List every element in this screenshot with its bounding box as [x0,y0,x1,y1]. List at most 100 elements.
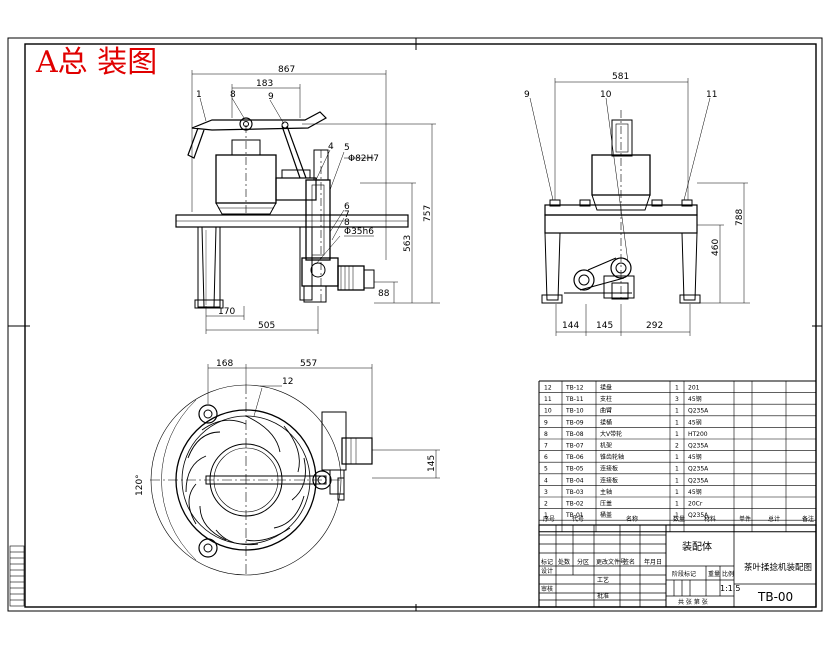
bom-header-no: 序号 [543,515,555,523]
bom-cell-mat: Q235A [688,443,709,450]
title-block-text: 装配体 茶叶揉捻机装配图 1:1.5 TB-00 阶段标记 重量 比例 共 张 … [541,540,812,606]
balloon-8b: 8 [344,218,350,228]
bom-cell-code: TB-12 [565,385,584,392]
bom-cell-qty: 1 [675,489,679,496]
bom-cell-code: TB-05 [565,466,584,473]
front-view [175,70,440,334]
balloon-12: 12 [282,377,293,387]
bom-cell-no: 9 [544,419,548,426]
bom-cell-no: 8 [544,431,548,438]
sheet-label: 共 张 第 张 [678,598,708,606]
top-view [150,364,440,576]
balloon-4: 4 [328,142,334,152]
bom-cell-no: 6 [544,454,548,461]
bom-cell-qty: 1 [675,512,679,519]
stage-label: 阶段标记 [672,570,696,578]
bom-cell-code: TB-01 [565,512,584,519]
bom-cell-no: 7 [544,443,548,450]
bom-cell-name: 揉盘 [600,384,612,392]
side-view [529,78,750,336]
row-label-zone: 分区 [577,558,589,566]
bom-cell-mat: Q235A [688,408,709,415]
dim-757: 757 [423,205,433,222]
bom-cell-name: 连接板 [600,465,618,473]
bom-cell-name: 曲臂 [600,407,612,415]
bom-cell-no: 11 [544,396,552,403]
dim-292: 292 [646,321,663,331]
bom-cell-no: 2 [544,501,548,508]
bom-cell-mat: HT200 [688,431,708,438]
bom-cell-qty: 1 [675,408,679,415]
row-label-sign: 签名 [623,558,635,566]
bom-cell-mat: 45钢 [688,418,702,426]
bom-cell-mat: Q235A [688,466,709,473]
title-block [538,524,817,608]
bom-cell-qty: 1 [675,419,679,426]
balloon-8: 8 [230,90,236,100]
dim-505: 505 [258,321,275,331]
balloon-9-side: 9 [524,90,530,100]
bom-cell-code: TB-10 [565,408,584,415]
balloon-5: 5 [344,143,350,153]
bom-cell-name: 连接板 [600,476,618,484]
balloon-7: 7 [344,210,350,220]
bom-cell-mat: 201 [688,385,700,392]
process-label: 工艺 [597,576,609,584]
bom-cell-mat: 20Cr [688,501,703,508]
drawing-name: 茶叶揉捻机装配图 [744,562,812,573]
bom-cell-name: 支柱 [600,395,612,403]
bom-cell-code: TB-02 [565,501,584,508]
side-view-labels: 581 788 460 144 145 292 9 10 11 [524,72,745,331]
bom-cell-name: 桶盖 [600,511,612,519]
dim-581: 581 [612,72,629,82]
bom-cell-name: 锥齿轮轴 [600,453,624,461]
bom-cell-name: 压盖 [600,500,612,508]
inner-border [24,43,817,608]
bom-cell-name: 大V带轮 [600,430,622,438]
bom-header-code: 代号 [572,515,584,523]
bom-cell-qty: 1 [675,466,679,473]
bom-header: 序号 代号 名称 数量 材料 单件 总计 备注 [543,515,814,523]
bom-cell-mat: 45钢 [688,453,702,461]
balloon-10: 10 [600,90,612,100]
bom-cell-name: 揉桶 [600,418,612,426]
bom-header-name: 名称 [626,515,638,523]
row-label-date: 年月日 [644,558,662,566]
bom-cell-no: 12 [544,385,552,392]
bom-cell-code: TB-09 [565,419,584,426]
bom-cell-name: 主轴 [600,488,612,496]
dim-phi35: Φ35h6 [344,227,374,237]
outer-border [7,37,823,612]
balloon-9: 9 [268,92,274,102]
bom-header-qty: 数量 [673,515,685,523]
bom-cell-mat: 45钢 [688,488,702,496]
bom-cell-qty: 1 [675,477,679,484]
bom-cell-no: 1 [544,512,548,519]
weight-label: 重量 [708,570,720,578]
balloon-11: 11 [706,90,717,100]
dim-144: 144 [562,321,579,331]
assembly-label: 装配体 [682,540,712,553]
bom-cell-qty: 1 [675,385,679,392]
row-label-count: 处数 [558,558,570,566]
scale-value: 1:1.5 [720,584,741,593]
side-strip [9,545,25,607]
dim-563: 563 [403,235,413,252]
bom-cell-qty: 1 [675,454,679,461]
dim-183: 183 [256,79,273,89]
dim-168: 168 [216,359,233,369]
drawing-title: A总 装图 [35,45,157,80]
drawing-number: TB-00 [757,590,793,604]
bom-cell-name: 机架 [600,442,612,450]
bom-header-total: 总计 [768,515,780,523]
balloon-6: 6 [344,202,350,212]
design-label: 设计 [541,567,553,575]
bom-header-mat: 材料 [704,515,716,523]
dim-460: 460 [711,239,721,256]
bom-cell-code: TB-03 [565,489,584,496]
bom-cell-code: TB-08 [565,431,584,438]
bom-cell-mat: Q235A [688,512,709,519]
dim-145-top: 145 [427,455,437,472]
bom-cell-no: 3 [544,489,548,496]
